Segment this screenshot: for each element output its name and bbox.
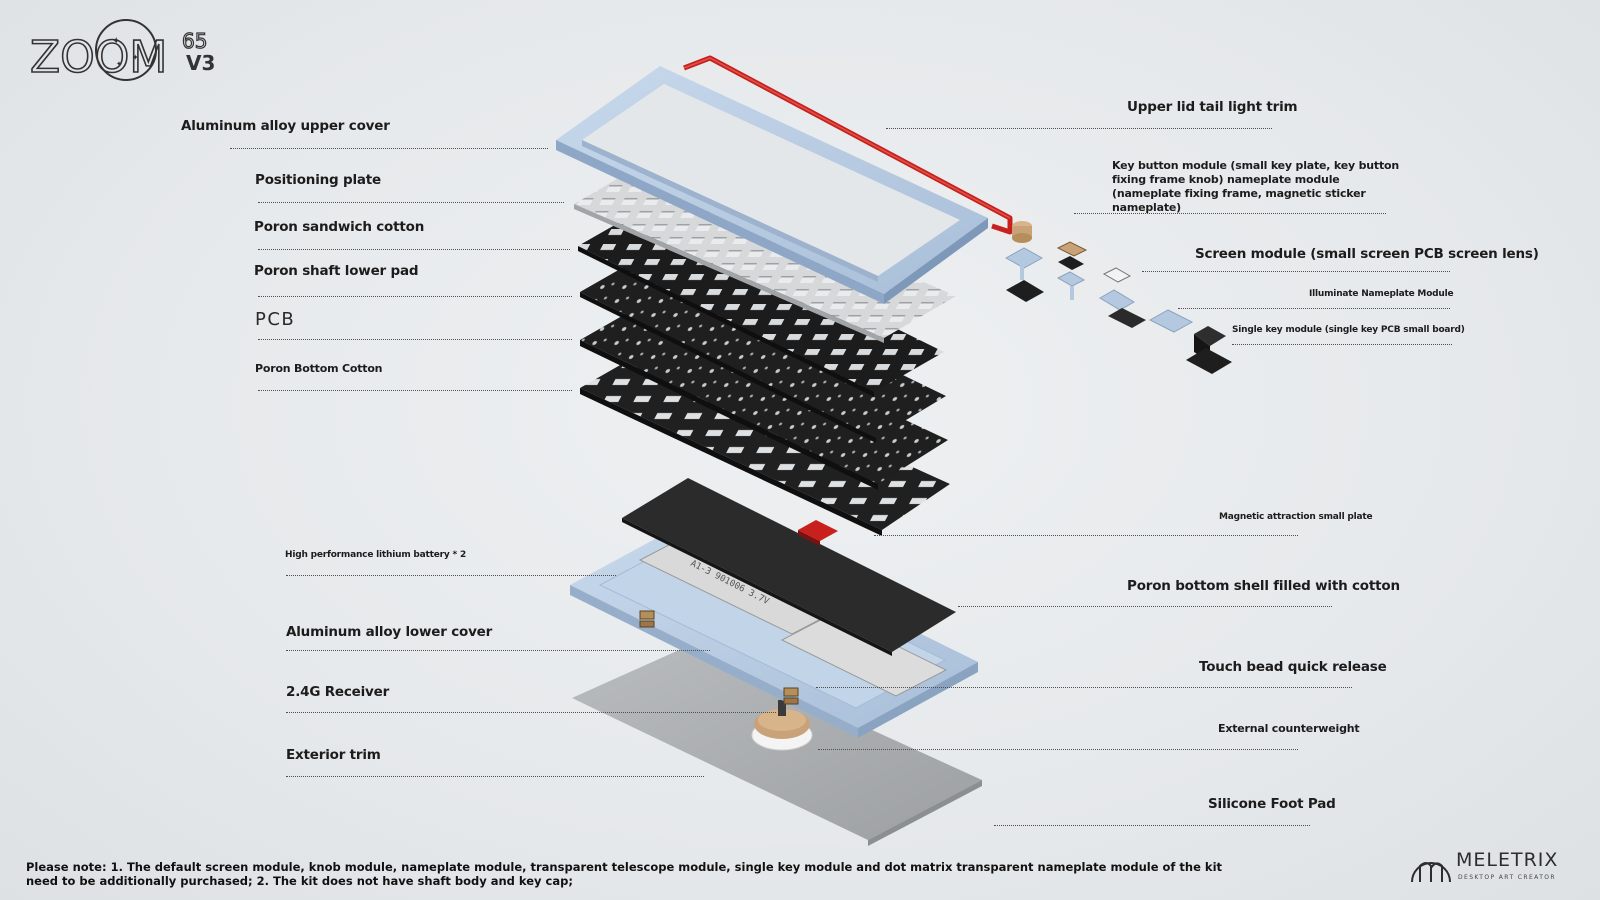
screen-module-part bbox=[1099, 267, 1146, 328]
zoom65-v3-logo: ZOOM 65 V3 ✦ ✦ ✦ bbox=[29, 19, 215, 84]
leader-tail-light-trim bbox=[886, 128, 1272, 129]
label-single-key-module: Single key module (single key PCB small … bbox=[1232, 325, 1465, 335]
label-key-button-module: Key button module (small key plate, key … bbox=[1112, 159, 1400, 214]
poron-sandwich-part bbox=[578, 206, 944, 392]
magnetic-plate-part bbox=[798, 520, 838, 541]
leader-poron-bottom-cotton bbox=[258, 390, 572, 391]
bottom-shell-cotton-part bbox=[622, 478, 956, 652]
label-exterior-trim: Exterior trim bbox=[286, 747, 381, 763]
label-pcb: PCB bbox=[255, 309, 296, 330]
label-tail-light-trim: Upper lid tail light trim bbox=[1127, 99, 1298, 115]
key-button-module-part bbox=[1004, 221, 1044, 302]
leader-positioning-plate bbox=[258, 202, 564, 203]
label-poron-bottom-shell: Poron bottom shell filled with cotton bbox=[1127, 578, 1400, 594]
leader-battery bbox=[286, 575, 616, 576]
leader-receiver bbox=[286, 712, 776, 713]
label-battery: High performance lithium battery * 2 bbox=[285, 550, 467, 560]
svg-text:✦: ✦ bbox=[116, 60, 122, 68]
tail-light-trim-part bbox=[683, 55, 1013, 235]
leader-poron-sandwich bbox=[258, 249, 570, 250]
label-upper-cover: Aluminum alloy upper cover bbox=[181, 118, 390, 134]
leader-lower-cover bbox=[286, 650, 710, 651]
label-poron-shaft-pad: Poron shaft lower pad bbox=[254, 263, 419, 279]
svg-text:✦: ✦ bbox=[132, 53, 139, 62]
poron-bottom-cotton-part bbox=[580, 348, 950, 530]
label-counterweight: External counterweight bbox=[1218, 722, 1360, 735]
poron-shaft-pad-part bbox=[580, 252, 946, 438]
label-receiver: 2.4G Receiver bbox=[286, 684, 390, 700]
label-magnetic-plate: Magnetic attraction small plate bbox=[1219, 512, 1373, 522]
leader-poron-shaft-pad bbox=[258, 296, 572, 297]
svg-text:✦: ✦ bbox=[112, 36, 120, 47]
label-lower-cover: Aluminum alloy lower cover bbox=[286, 624, 493, 640]
leader-foot-pad bbox=[994, 825, 1310, 826]
meletrix-logo: MELETRIX DESKTOP ART CREATOR bbox=[1408, 844, 1598, 888]
leader-illuminate-nameplate bbox=[1178, 308, 1450, 309]
purchase-note: Please note: 1. The default screen modul… bbox=[26, 860, 1223, 888]
single-key-module-part bbox=[1186, 326, 1232, 374]
meletrix-name: MELETRIX bbox=[1456, 849, 1559, 871]
nameplate-module-part bbox=[1056, 241, 1088, 300]
label-touch-bead: Touch bead quick release bbox=[1199, 659, 1387, 675]
meletrix-tagline: DESKTOP ART CREATOR bbox=[1458, 874, 1556, 881]
leader-upper-cover bbox=[230, 148, 548, 149]
label-screen-module: Screen module (small screen PCB screen l… bbox=[1195, 246, 1539, 262]
label-foot-pad: Silicone Foot Pad bbox=[1208, 796, 1336, 812]
upper-cover-part bbox=[556, 66, 988, 304]
leader-counterweight bbox=[818, 749, 1298, 750]
label-positioning-plate: Positioning plate bbox=[255, 172, 382, 188]
logo-model-suffix: 65 bbox=[182, 29, 207, 53]
meletrix-mark-icon bbox=[1411, 862, 1451, 883]
leader-exterior-trim bbox=[286, 776, 704, 777]
logo-version: V3 bbox=[186, 51, 215, 75]
label-poron-sandwich: Poron sandwich cotton bbox=[254, 219, 425, 235]
illuminate-nameplate-part bbox=[1148, 309, 1194, 333]
pcb-part bbox=[580, 300, 948, 484]
leader-key-button-module bbox=[1074, 213, 1386, 214]
label-poron-bottom-cotton: Poron Bottom Cotton bbox=[255, 362, 383, 375]
leader-pcb bbox=[258, 339, 572, 340]
leader-single-key-module bbox=[1232, 344, 1452, 345]
label-illuminate-nameplate: Illuminate Nameplate Module bbox=[1309, 289, 1454, 299]
positioning-plate-part bbox=[574, 162, 956, 338]
leader-magnetic-plate bbox=[874, 535, 1298, 536]
leader-screen-module bbox=[1142, 271, 1450, 272]
leader-touch-bead bbox=[816, 687, 1352, 688]
leader-poron-bottom-shell bbox=[958, 606, 1332, 607]
